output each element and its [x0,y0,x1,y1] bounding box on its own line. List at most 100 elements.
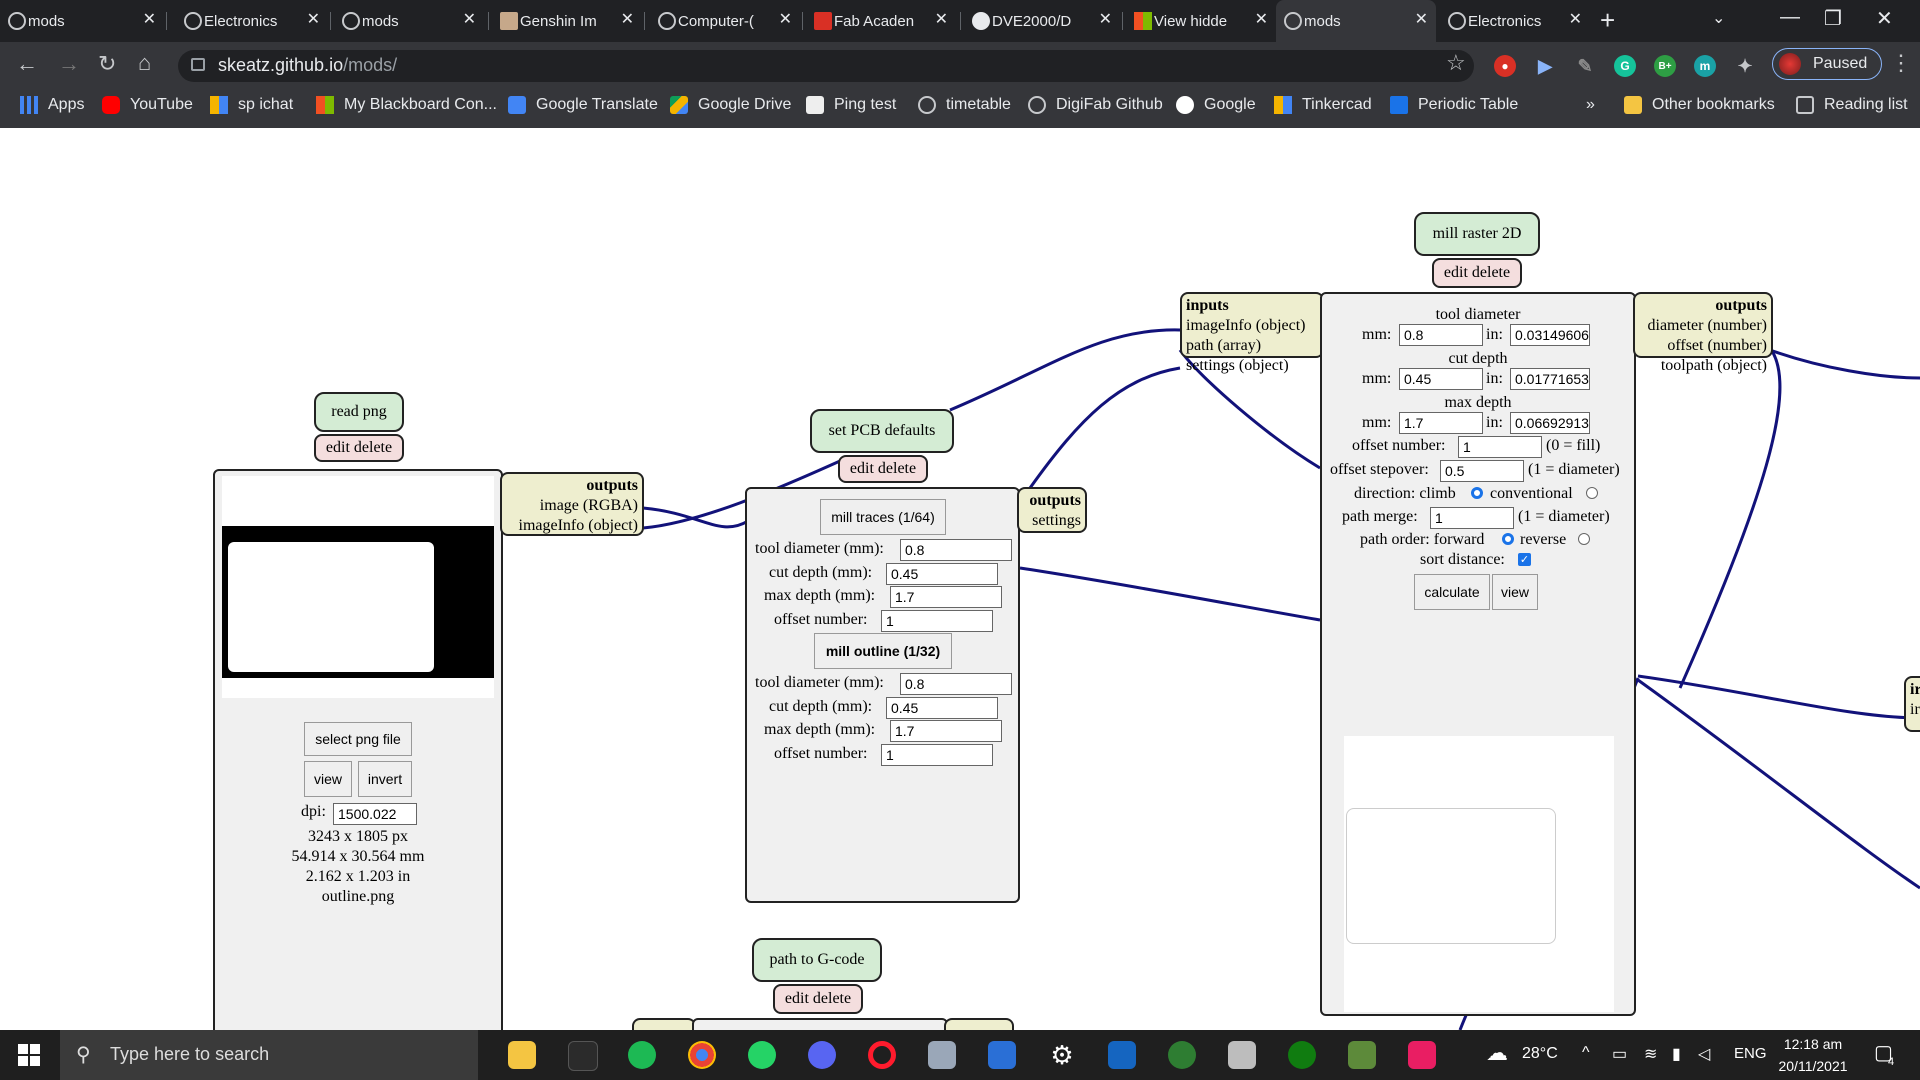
bplus-extension-icon[interactable]: B+ [1654,55,1676,77]
predator-app-icon[interactable] [568,1041,598,1071]
grammarly-extension-icon[interactable]: G [1614,55,1636,77]
mods-canvas[interactable]: read png edit delete select png file vie… [0,128,1920,1030]
traces-offset-number-input[interactable]: 1 [881,610,993,632]
browser-tab[interactable]: mods ✕ [0,0,164,42]
file-explorer-icon[interactable] [508,1041,536,1069]
bookmark-tinkercad[interactable]: Tinkercad [1274,96,1372,114]
partial-right-inputs[interactable]: ir ir [1904,676,1920,732]
bookmark-digifab-github[interactable]: DigiFab Github [1028,96,1163,114]
browser-tab[interactable]: Electronics ✕ [176,0,328,42]
climb-radio[interactable] [1471,487,1483,499]
close-tab-icon[interactable]: ✕ [306,11,320,28]
taskbar-search-box[interactable] [60,1030,478,1080]
dpi-input[interactable]: 1500.022 [333,803,417,825]
path-to-gcode-module[interactable] [692,1018,948,1030]
close-tab-icon[interactable]: ✕ [142,11,156,28]
path-to-gcode-edit-delete[interactable]: edit delete [773,984,863,1014]
back-arrow-icon[interactable]: ← [16,51,38,76]
outline-offset-number-input[interactable]: 1 [881,744,993,766]
mill-raster-module[interactable]: tool diameter mm: 0.8 in: 0.03149606 cut… [1320,292,1636,1016]
outline-max-depth-input[interactable]: 1.7 [890,720,1002,742]
address-bar[interactable] [178,50,1474,82]
output-diameter[interactable]: diameter (number) [1647,317,1768,334]
close-tab-icon[interactable]: ✕ [1254,11,1268,28]
restore-icon[interactable]: ❐ [1824,8,1842,30]
windows-start-icon[interactable] [18,1044,40,1066]
bookmark-blackboard[interactable]: My Blackboard Con... [316,96,497,114]
mill-raster-edit-delete[interactable]: edit delete [1432,258,1522,288]
close-tab-icon[interactable]: ✕ [462,11,476,28]
offset-number-input[interactable]: 1 [1458,436,1542,458]
forward-radio[interactable] [1502,533,1514,545]
globe-app-icon[interactable] [1168,1041,1196,1069]
max-depth-mm-input[interactable]: 1.7 [1399,412,1483,434]
bookmark-apps[interactable]: Apps [20,96,84,114]
close-tab-icon[interactable]: ✕ [1414,11,1428,28]
traces-cut-depth-input[interactable]: 0.45 [886,563,998,585]
outline-tool-diameter-input[interactable]: 0.8 [900,673,1012,695]
output-image[interactable]: image (RGBA) [539,497,638,514]
mill-raster-inputs[interactable]: inputs imageInfo (object) path (array) s… [1180,292,1324,374]
output-toolpath[interactable]: toolpath (object) [1660,357,1767,374]
output-settings[interactable]: settings [1032,512,1081,529]
bookmark-sp-ichat[interactable]: sp ichat [210,96,293,114]
calculate-button[interactable]: calculate [1414,574,1490,610]
browser-tab[interactable]: Fab Acaden ✕ [806,0,956,42]
lock-icon[interactable] [191,58,205,71]
close-tab-icon[interactable]: ✕ [1098,11,1112,28]
read-png-title[interactable]: read png [314,392,404,432]
wifi-icon[interactable]: ≋ [1644,1046,1658,1063]
discord-icon[interactable] [808,1041,836,1069]
puzzle-extensions-icon[interactable]: ✦ [1737,55,1753,76]
bookmark-google-translate[interactable]: Google Translate [508,96,658,114]
outline-cut-depth-input[interactable]: 0.45 [886,697,998,719]
browser-tab[interactable]: Genshin Im ✕ [492,0,642,42]
output-offset[interactable]: offset (number) [1667,337,1767,354]
spotify-icon[interactable] [628,1041,656,1069]
forward-arrow-icon[interactable]: → [58,51,80,76]
close-tab-icon[interactable]: ✕ [620,11,634,28]
taskbar-search-placeholder[interactable]: Type here to search [110,1044,270,1064]
sort-distance-checkbox[interactable]: ✓ [1518,553,1531,566]
cut-depth-mm-input[interactable]: 0.45 [1399,368,1483,390]
view-button[interactable]: view [304,761,352,797]
remote-desktop-icon[interactable] [928,1041,956,1069]
battery-icon[interactable]: ▮ [1672,1046,1681,1063]
close-window-icon[interactable]: ✕ [1876,8,1893,30]
browser-tab[interactable]: mods ✕ [334,0,484,42]
input-settings[interactable]: settings (object) [1186,357,1289,374]
set-pcb-module[interactable]: mill traces (1/64) tool diameter (mm): 0… [745,487,1020,903]
path-to-gcode-outputs[interactable] [944,1018,1014,1030]
xbox-icon[interactable] [1288,1041,1316,1069]
volume-icon[interactable]: ◁ [1698,1046,1711,1063]
tool-diameter-in-input[interactable]: 0.03149606 [1510,324,1590,346]
offset-stepover-input[interactable]: 0.5 [1440,460,1524,482]
output-imageinfo[interactable]: imageInfo (object) [518,517,639,534]
bookmark-periodic-table[interactable]: Periodic Table [1390,96,1518,114]
control-app-icon[interactable] [988,1041,1016,1069]
reading-list-button[interactable]: Reading list [1796,96,1908,114]
mill-outline-button[interactable]: mill outline (1/32) [814,633,952,669]
weather-icon[interactable]: ☁ [1486,1040,1508,1065]
view-toolpath-button[interactable]: view [1492,574,1538,610]
invert-button[interactable]: invert [358,761,412,797]
profile-paused-button[interactable]: Paused [1772,48,1882,80]
browser-tab-active[interactable]: mods ✕ [1276,0,1436,42]
tray-chevron-up-icon[interactable]: ^ [1582,1044,1590,1061]
cursor-extension-icon[interactable]: ▶ [1538,55,1552,76]
clock-time[interactable]: 12:18 am [1783,1036,1843,1052]
bookmark-ping-test[interactable]: Ping test [806,96,896,114]
input-path[interactable]: path (array) [1186,337,1262,354]
browser-tab[interactable]: View hidde ✕ [1126,0,1276,42]
close-tab-icon[interactable]: ✕ [778,11,792,28]
translate-extension-icon[interactable]: ✎ [1577,55,1593,76]
set-pcb-defaults-title[interactable]: set PCB defaults [810,409,954,453]
tab-search-chevron-icon[interactable]: ⌄ [1712,10,1726,27]
input-imageinfo[interactable]: imageInfo (object) [1186,317,1306,334]
read-png-outputs[interactable]: outputs image (RGBA) imageInfo (object) [500,472,644,536]
cut-depth-in-input[interactable]: 0.01771653 [1510,368,1590,390]
mill-raster-2d-title[interactable]: mill raster 2D [1414,212,1540,256]
bookmarks-overflow-chevron[interactable]: » [1586,96,1595,113]
close-tab-icon[interactable]: ✕ [934,11,948,28]
traces-tool-diameter-input[interactable]: 0.8 [900,539,1012,561]
